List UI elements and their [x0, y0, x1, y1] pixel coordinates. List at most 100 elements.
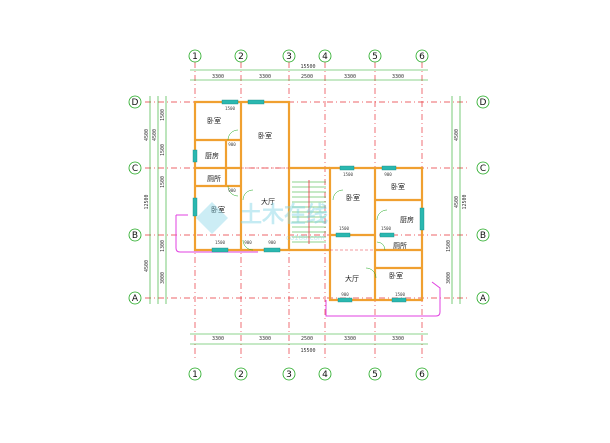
axis-bubble-C-right: C — [476, 161, 490, 175]
staircase — [292, 180, 326, 244]
axis-bubble-6-top: 6 — [415, 49, 429, 63]
axis-bubble-5-bottom: 5 — [368, 367, 382, 381]
axis-bubble-6-bottom: 6 — [415, 367, 429, 381]
svg-text:3300: 3300 — [259, 336, 271, 342]
svg-text:15500: 15500 — [300, 348, 315, 354]
svg-text:4500: 4500 — [144, 260, 150, 272]
row-axis-left: D C B A — [128, 95, 142, 305]
axis-bubble-A-left: A — [128, 291, 142, 305]
svg-text:4500: 4500 — [454, 129, 460, 141]
svg-text:1500: 1500 — [225, 106, 236, 111]
svg-text:D: D — [480, 98, 487, 108]
svg-text:1500: 1500 — [395, 292, 406, 297]
svg-text:1500: 1500 — [160, 176, 166, 188]
room-bedroom-top-left: 卧室 — [207, 116, 221, 125]
svg-text:900: 900 — [341, 292, 349, 297]
axis-bubble-B-left: B — [128, 228, 142, 242]
svg-text:3300: 3300 — [392, 336, 404, 342]
svg-text:15500: 15500 — [300, 64, 315, 70]
axis-bubble-B-right: B — [476, 228, 490, 242]
axis-bubble-3-bottom: 3 — [282, 367, 296, 381]
dimension-text-right: 4500 4500 12500 3000 1500 — [446, 129, 468, 284]
svg-text:3300: 3300 — [212, 336, 224, 342]
watermark-logo: 土木在线 co188.com — [196, 202, 328, 242]
svg-text:A: A — [480, 294, 487, 304]
svg-text:1500: 1500 — [215, 240, 226, 245]
svg-text:5: 5 — [372, 370, 378, 380]
room-bedroom-top-mid: 卧室 — [258, 131, 272, 140]
room-living-right: 大厅 — [345, 274, 359, 283]
balcony-outlines — [175, 214, 441, 317]
axis-bubble-1-top: 1 — [188, 49, 202, 63]
svg-text:6: 6 — [419, 52, 425, 62]
svg-text:1500: 1500 — [339, 226, 350, 231]
room-labels: 卧室 卧室 厨房 厕所 卧室 大厅 卧室 卧室 厨房 厕所 大厅 卧室 — [205, 116, 414, 283]
svg-text:12500: 12500 — [462, 194, 468, 209]
svg-text:C: C — [480, 164, 486, 174]
axis-bubble-D-left: D — [128, 95, 142, 109]
svg-text:3: 3 — [286, 370, 292, 380]
door-labels: 1500 900 900 1500 900 900 1500 900 900 1… — [215, 106, 406, 297]
svg-text:D: D — [132, 98, 139, 108]
svg-text:B: B — [480, 231, 486, 241]
svg-text:4500: 4500 — [454, 196, 460, 208]
svg-text:1500: 1500 — [160, 109, 166, 121]
svg-text:co188.com: co188.com — [286, 234, 325, 242]
svg-text:3: 3 — [286, 52, 292, 62]
svg-text:土木在线: 土木在线 — [240, 202, 328, 228]
svg-text:3300: 3300 — [344, 336, 356, 342]
interior-dashed-lines — [241, 167, 375, 251]
row-axis-right: D C B A — [476, 95, 490, 305]
axis-bubble-4-bottom: 4 — [318, 367, 332, 381]
dimension-text-left: 4500 12500 4500 4500 1500 1500 1500 1300… — [144, 109, 166, 284]
walls — [193, 100, 424, 302]
axis-bubble-5-top: 5 — [368, 49, 382, 63]
axis-bubble-C-left: C — [128, 161, 142, 175]
column-axis-top: 1 2 3 4 5 6 — [188, 49, 429, 63]
svg-text:1: 1 — [192, 52, 198, 62]
svg-text:900: 900 — [228, 142, 236, 147]
svg-text:4: 4 — [322, 52, 328, 62]
svg-text:1500: 1500 — [160, 144, 166, 156]
svg-text:3300: 3300 — [392, 74, 404, 80]
svg-text:3000: 3000 — [446, 272, 452, 284]
svg-text:2: 2 — [238, 52, 244, 62]
axis-bubble-3-top: 3 — [282, 49, 296, 63]
svg-text:4500: 4500 — [144, 129, 150, 141]
room-kitchen-left: 厨房 — [205, 151, 219, 160]
room-bedroom-right-mid: 卧室 — [346, 193, 360, 202]
dimension-text-bottom: 3300 3300 2500 3300 3300 15500 — [212, 336, 404, 354]
windows — [192, 99, 425, 303]
door-swings — [227, 129, 388, 279]
room-bedroom-left: 卧室 — [211, 205, 225, 214]
svg-text:900: 900 — [268, 240, 276, 245]
room-bedroom-right-top: 卧室 — [391, 182, 405, 191]
svg-text:B: B — [132, 231, 138, 241]
svg-text:4500: 4500 — [152, 129, 158, 141]
axis-bubble-2-bottom: 2 — [234, 367, 248, 381]
column-axis-bottom: 1 2 3 4 5 6 — [188, 367, 429, 381]
svg-text:1500: 1500 — [343, 172, 354, 177]
svg-text:1500: 1500 — [446, 240, 452, 252]
svg-text:900: 900 — [228, 188, 236, 193]
axis-bubble-D-right: D — [476, 95, 490, 109]
svg-text:A: A — [132, 294, 139, 304]
axis-bubble-2-top: 2 — [234, 49, 248, 63]
svg-text:900: 900 — [244, 240, 252, 245]
svg-text:2500: 2500 — [301, 336, 313, 342]
svg-text:3000: 3000 — [160, 272, 166, 284]
axis-bubble-1-bottom: 1 — [188, 367, 202, 381]
dimension-text-top: 3300 3300 2500 3300 3300 15500 — [212, 64, 404, 80]
axis-bubble-A-right: A — [476, 291, 490, 305]
svg-text:2: 2 — [238, 370, 244, 380]
svg-text:5: 5 — [372, 52, 378, 62]
room-bath-left: 厕所 — [207, 174, 221, 183]
svg-text:1: 1 — [192, 370, 198, 380]
svg-text:1500: 1500 — [381, 226, 392, 231]
svg-text:6: 6 — [419, 370, 425, 380]
room-kitchen-right: 厨房 — [400, 215, 414, 224]
svg-text:4: 4 — [322, 370, 328, 380]
svg-text:3300: 3300 — [212, 74, 224, 80]
svg-text:1300: 1300 — [160, 240, 166, 252]
